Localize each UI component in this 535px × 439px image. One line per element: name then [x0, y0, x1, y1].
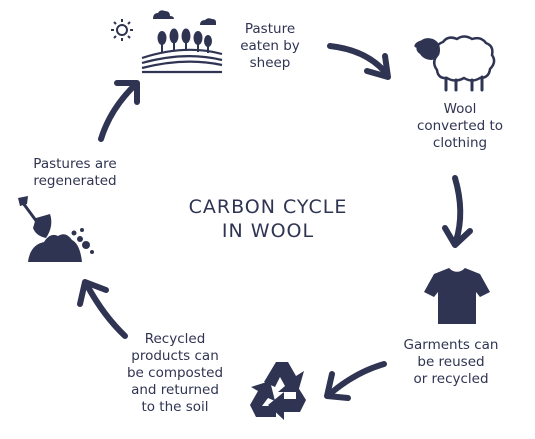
soil-shovel-icon [18, 196, 94, 262]
tshirt-icon [424, 268, 490, 324]
stage-label-wool: Wool converted to clothing [416, 101, 504, 151]
arrow-wool-to-garment [442, 175, 473, 248]
stage-label-garments: Garments can be reused or recycled [403, 337, 499, 387]
sheep-icon [414, 35, 496, 92]
arrow-recycle-to-soil [77, 279, 128, 339]
cloud-icon [153, 10, 216, 25]
field-lines-icon [141, 48, 223, 74]
diagram-title-line1: CARBON CYCLE [188, 196, 348, 218]
trees-icon [157, 28, 212, 47]
stage-label-regenerated: Pastures are regenerated [33, 156, 117, 189]
recycle-icon [250, 362, 306, 420]
stage-label-recycled: Recycled products can be composted and r… [126, 331, 224, 415]
arrow-garment-to-recycle [324, 361, 387, 401]
shovel-icon [18, 196, 52, 238]
stage-label-pasture: Pasture eaten by sheep [240, 21, 300, 71]
diagram-title-line2: IN WOOL [221, 220, 315, 242]
pasture-icon [111, 10, 223, 74]
diagram-title: CARBON CYCLE IN WOOL [170, 195, 366, 243]
arrow-soil-to-pasture [98, 80, 140, 142]
soil-mound-icon [28, 228, 94, 262]
sun-icon [111, 19, 133, 41]
arrow-pasture-to-sheep [327, 43, 391, 80]
